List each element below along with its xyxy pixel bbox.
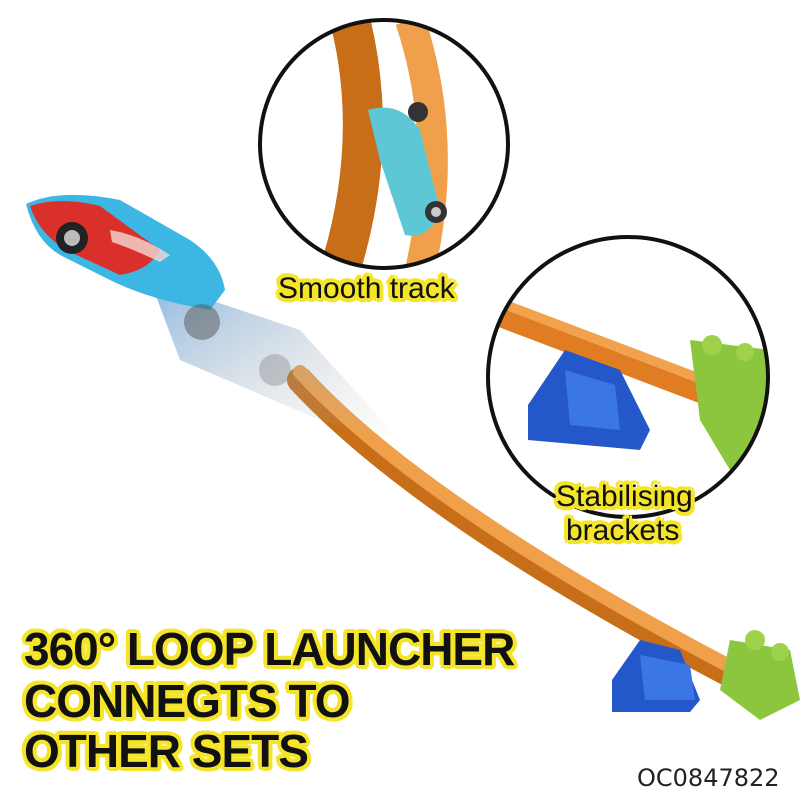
headline-line-1: 360° LOOP LAUNCHER xyxy=(24,623,515,675)
bottom-connector xyxy=(720,630,800,720)
headline-line-3: OTHER SETS xyxy=(24,725,309,777)
inset-stabilising-brackets xyxy=(486,235,770,519)
caption-stabilising: Stabilising xyxy=(556,480,693,513)
bottom-bracket xyxy=(612,640,700,712)
caption-brackets: brackets xyxy=(566,514,680,547)
headline-line-2: CONNEGTS TO xyxy=(24,675,351,727)
caption-smooth-track: Smooth track xyxy=(278,272,455,305)
product-code: OC0847822 xyxy=(637,764,780,792)
inset-smooth-track xyxy=(258,18,510,270)
race-car xyxy=(26,194,291,386)
